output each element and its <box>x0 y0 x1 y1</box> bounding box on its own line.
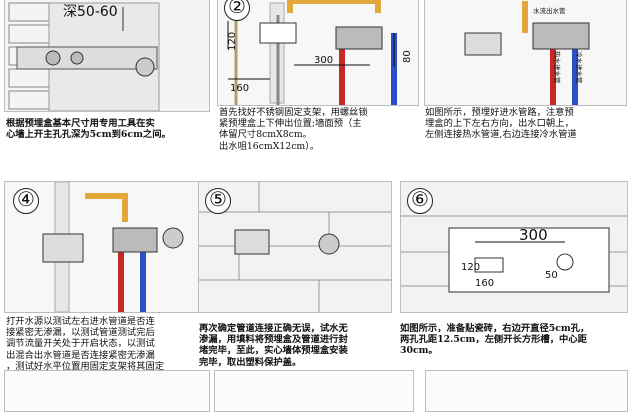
step2-number: ② <box>224 0 250 21</box>
step3-label-hot: 热水进水管 <box>553 51 562 84</box>
step3-illustration: 水流出水管 热水进水管 冷水进水管 <box>424 0 627 106</box>
step3-drawing: 水流出水管 热水进水管 冷水进水管 <box>425 0 626 105</box>
step4-number: ④ <box>13 188 39 214</box>
step8-partial <box>214 370 414 412</box>
step9-partial <box>425 370 628 412</box>
step2-caption: 首先找好不锈钢固定支架，用螺丝锁 紧预埋盒上下伸出位置;墙面预（主 体留尺寸8c… <box>219 107 368 152</box>
step3-caption: 如图所示，预埋好进水管路，注意预 埋盒的上下左右方向，出水口朝上， 左侧连接热水… <box>425 107 577 141</box>
step4-illustration: ④ <box>4 181 210 313</box>
step1-illustration: 深50-60 <box>4 0 210 112</box>
step3-label-top: 水流出水管 <box>533 6 566 15</box>
step5-illustration: ⑤ <box>198 181 392 313</box>
step1-caption: 根据预埋盒基本尺寸用专用工具在实 心墙上开主孔孔深为5cm到6cm之间。 <box>6 118 171 141</box>
step6-dim-h: 120 <box>461 262 480 273</box>
step7-partial <box>4 370 210 412</box>
step6-illustration: 300 120 160 50 ⑥ <box>400 181 628 313</box>
step5-drawing <box>199 182 391 312</box>
step3-label-cold: 冷水进水管 <box>575 51 584 84</box>
step2-dim-w2: 160 <box>230 83 249 94</box>
step4-drawing <box>5 182 209 312</box>
step1-depth-label: 深50-60 <box>63 4 118 20</box>
step2-drawing: 120 300 80 160 <box>218 0 418 105</box>
step5-number: ⑤ <box>205 188 231 214</box>
step5-caption: 再次确定管道连接正确无误，试水无 渗漏，用填料将预埋盒及管道进行封 堵完毕，至此… <box>199 323 348 368</box>
step6-number: ⑥ <box>407 188 433 214</box>
step1-drawing <box>5 0 209 111</box>
step2-dim-w: 300 <box>314 55 333 66</box>
step6-drawing: 300 120 160 50 <box>401 182 627 312</box>
step2-dim-v: 80 <box>402 50 413 63</box>
step6-dim-d: 50 <box>545 270 558 281</box>
step6-caption: 如图所示，准备贴瓷砖，右边开直径5cm孔， 两孔孔距12.5cm，左侧开长方形槽… <box>400 323 590 357</box>
step6-dim-w: 300 <box>519 226 548 244</box>
step6-dim-w2: 160 <box>475 278 494 289</box>
step2-dim-h: 120 <box>227 32 238 51</box>
step2-illustration: 120 300 80 160 ② <box>217 0 419 106</box>
